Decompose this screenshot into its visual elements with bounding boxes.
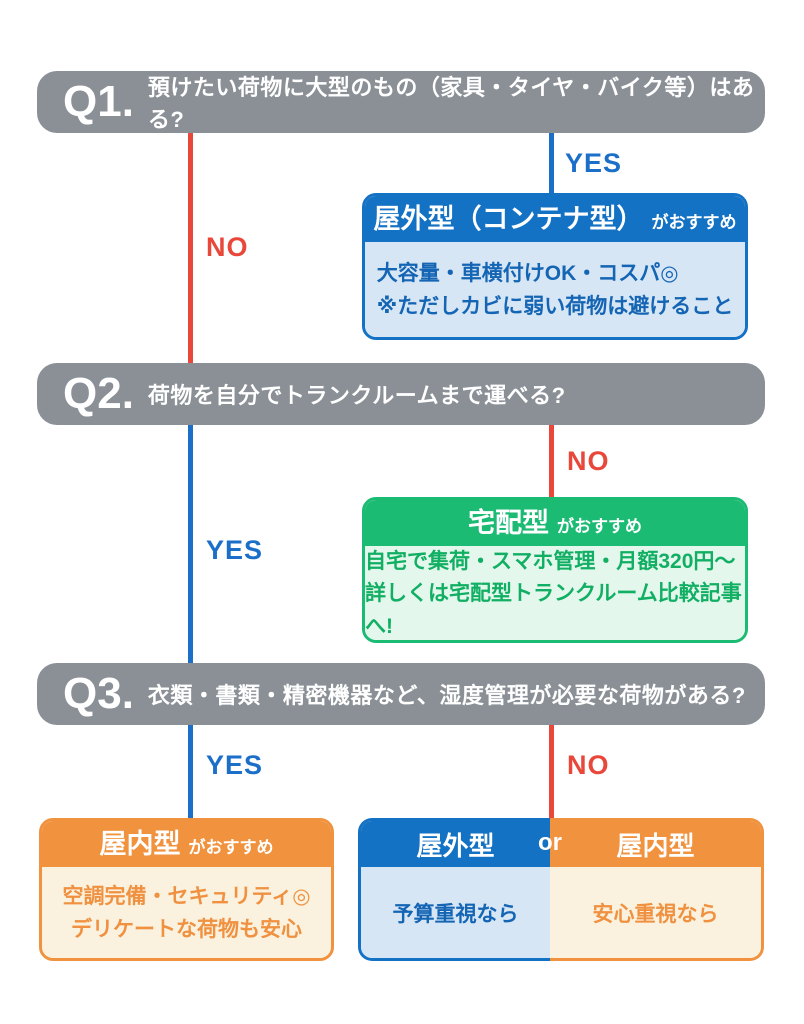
q1-no-label: NO	[206, 232, 249, 262]
q2-yes-label: YES	[206, 535, 264, 565]
connector-q3-no-line	[549, 723, 554, 820]
result-delivery-line-2: 詳しくは宅配型トランクルーム比較記事へ!	[365, 582, 742, 638]
result-split-box: 屋外型 予算重視なら 屋内型 安心重視なら or	[358, 818, 764, 961]
result-outdoor-body: 大容量・車横付けOK・コスパ◎ ※ただしカビに弱い荷物は避けること	[365, 242, 745, 337]
connector-q1-no-line	[188, 133, 193, 365]
result-delivery-suffix: がおすすめ	[557, 517, 642, 536]
connector-q2-yes-line	[188, 423, 193, 665]
or-label: or	[538, 829, 562, 856]
split-indoor-line: 安心重視なら	[550, 867, 761, 958]
question-1-bar: Q1. 預けたい荷物に大型のもの（家具・タイヤ・バイク等）はある?	[37, 71, 765, 133]
question-1-text: 預けたい荷物に大型のもの（家具・タイヤ・バイク等）はある?	[147, 75, 755, 132]
split-outdoor-line: 予算重視なら	[361, 867, 550, 958]
connector-q1-yes-line	[549, 133, 554, 195]
result-outdoor-suffix: がおすすめ	[651, 213, 737, 232]
result-indoor-title: 屋内型	[99, 829, 181, 859]
result-delivery-box: 宅配型 がおすすめ 自宅で集荷・スマホ管理・月額320円〜 詳しくは宅配型トラン…	[362, 497, 748, 643]
result-delivery-header: 宅配型 がおすすめ	[365, 500, 745, 546]
split-indoor-column: 屋内型 安心重視なら	[550, 818, 764, 961]
result-indoor-body: 空調完備・セキュリティ◎ デリケートな荷物も安心	[42, 867, 331, 958]
split-outdoor-column: 屋外型 予算重視なら	[358, 818, 550, 961]
split-indoor-title: 屋内型	[550, 821, 761, 867]
split-outdoor-title: 屋外型	[361, 821, 550, 867]
result-indoor-box: 屋内型 がおすすめ 空調完備・セキュリティ◎ デリケートな荷物も安心	[39, 818, 334, 961]
question-2-bar: Q2. 荷物を自分でトランクルームまで運べる?	[37, 363, 765, 425]
connector-q2-no-line	[549, 423, 554, 499]
q1-yes-label: YES	[565, 148, 623, 178]
result-indoor-header: 屋内型 がおすすめ	[42, 821, 331, 867]
result-outdoor-line-1: 大容量・車横付けOK・コスパ◎	[376, 262, 679, 286]
question-1-number: Q1.	[63, 77, 134, 126]
question-3-bar: Q3. 衣類・書類・精密機器など、湿度管理が必要な荷物がある?	[37, 663, 765, 725]
question-3-number: Q3.	[63, 669, 134, 718]
q3-no-label: NO	[567, 750, 610, 780]
result-delivery-line-1: 自宅で集荷・スマホ管理・月額320円〜	[365, 549, 736, 573]
question-2-text: 荷物を自分でトランクルームまで運べる?	[147, 383, 566, 408]
result-indoor-line-1: 空調完備・セキュリティ◎	[62, 885, 311, 909]
result-outdoor-line-2: ※ただしカビに弱い荷物は避けること	[376, 295, 734, 318]
q3-yes-label: YES	[206, 750, 264, 780]
result-delivery-body: 自宅で集荷・スマホ管理・月額320円〜 詳しくは宅配型トランクルーム比較記事へ!	[365, 546, 745, 640]
question-2-number: Q2.	[63, 369, 134, 418]
q2-no-label: NO	[567, 446, 610, 476]
result-outdoor-title: 屋外型（コンテナ型）	[373, 204, 644, 234]
question-3-text: 衣類・書類・精密機器など、湿度管理が必要な荷物がある?	[147, 683, 746, 708]
result-outdoor-header: 屋外型（コンテナ型） がおすすめ	[365, 196, 745, 242]
result-indoor-line-2: デリケートな荷物も安心	[70, 918, 302, 941]
result-outdoor-container-box: 屋外型（コンテナ型） がおすすめ 大容量・車横付けOK・コスパ◎ ※ただしカビに…	[362, 193, 748, 340]
result-indoor-suffix: がおすすめ	[188, 838, 274, 857]
connector-q3-yes-line	[188, 723, 193, 820]
result-delivery-title: 宅配型	[468, 508, 549, 538]
